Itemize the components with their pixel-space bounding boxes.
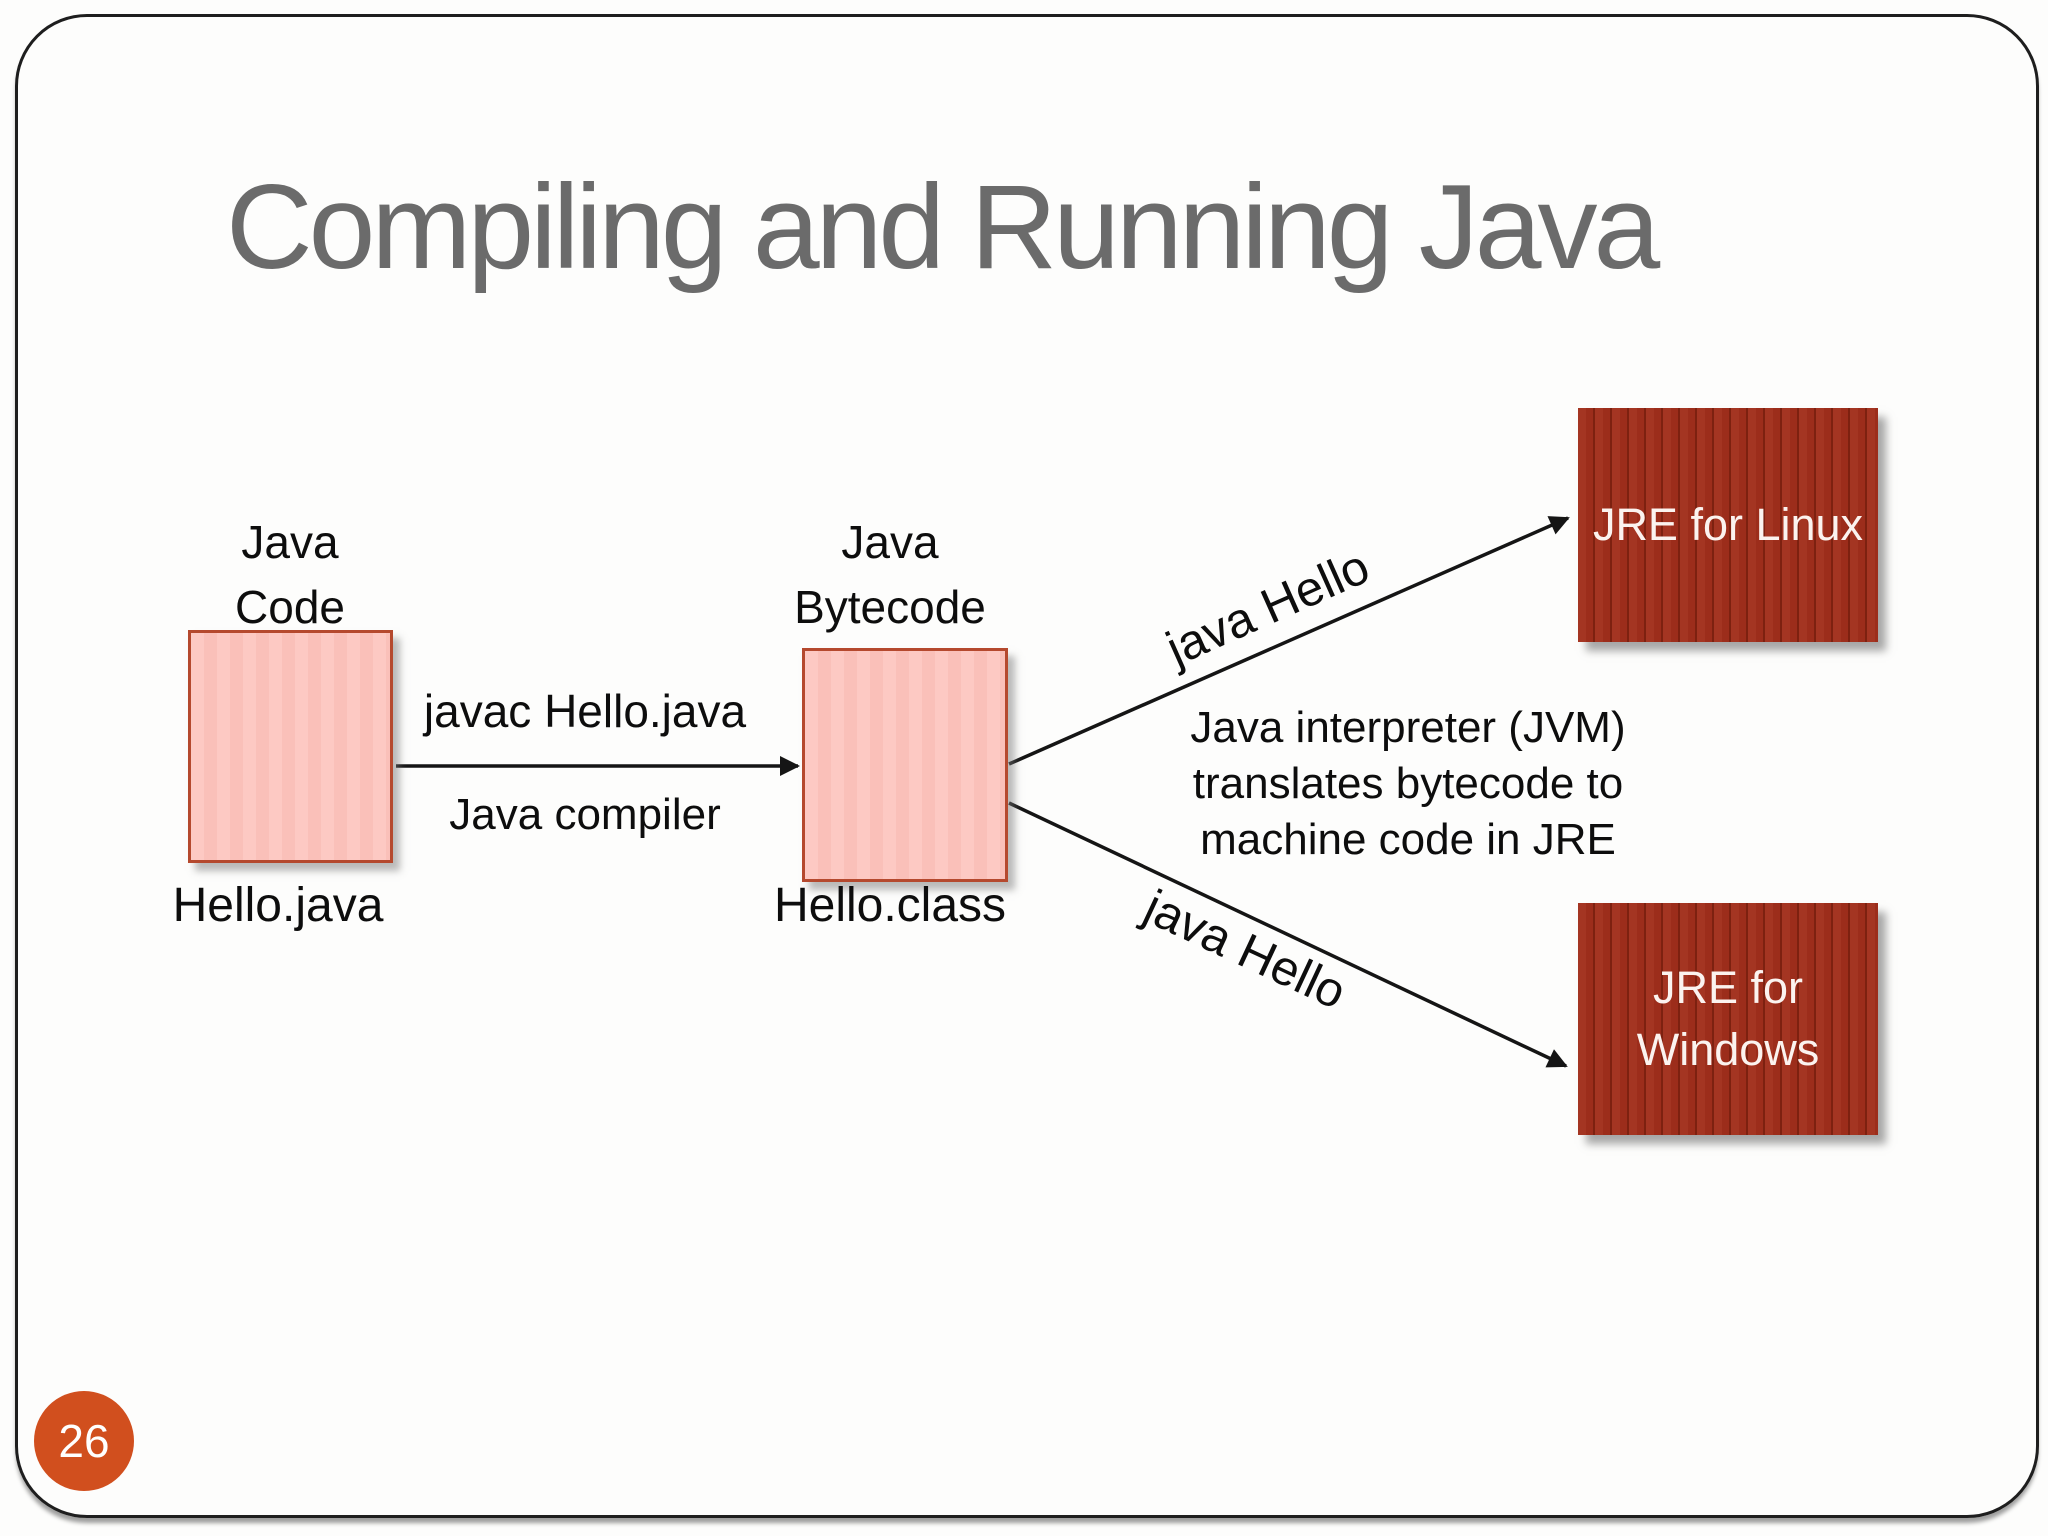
jvm-note-line3: machine code in JRE (1200, 815, 1616, 864)
jre-windows-label: JRE for Windows (1637, 957, 1820, 1081)
java-code-label-line2: Code (235, 581, 345, 633)
run-windows-arrow (1008, 801, 1568, 1068)
page-number-badge: 26 (34, 1391, 134, 1491)
page-number: 26 (58, 1415, 110, 1467)
jvm-note-line2: translates bytecode to (1192, 759, 1624, 808)
jvm-note: Java interpreter (JVM) translates byteco… (1188, 700, 1628, 868)
java-code-file-label: Hello.java (172, 879, 384, 932)
run-linux-arrow (1008, 516, 1570, 766)
slide-frame (15, 14, 2039, 1518)
java-code-box (188, 630, 393, 863)
jre-linux-label: JRE for Linux (1592, 499, 1864, 550)
java-code-label-line1: Java (241, 516, 339, 568)
java-bytecode-box (802, 648, 1008, 882)
slide-title: Compiling and Running Java (226, 160, 1660, 294)
jre-linux-box: JRE for Linux (1578, 408, 1878, 642)
jre-windows-box: JRE for Windows (1578, 903, 1878, 1135)
java-bytecode-label-line1: Java (841, 516, 939, 568)
jvm-note-line1: Java interpreter (JVM) (1190, 703, 1626, 752)
java-code-label: Java Code (140, 510, 440, 640)
java-bytecode-file-label: Hello.class (773, 879, 1007, 932)
compile-tool-label: Java compiler (449, 790, 721, 839)
java-bytecode-label-line2: Bytecode (794, 581, 986, 633)
jre-windows-label-line1: JRE for (1652, 962, 1804, 1013)
compile-command-label: javac Hello.java (423, 685, 747, 737)
java-bytecode-label: Java Bytecode (740, 510, 1040, 640)
jre-windows-label-line2: Windows (1636, 1024, 1820, 1075)
